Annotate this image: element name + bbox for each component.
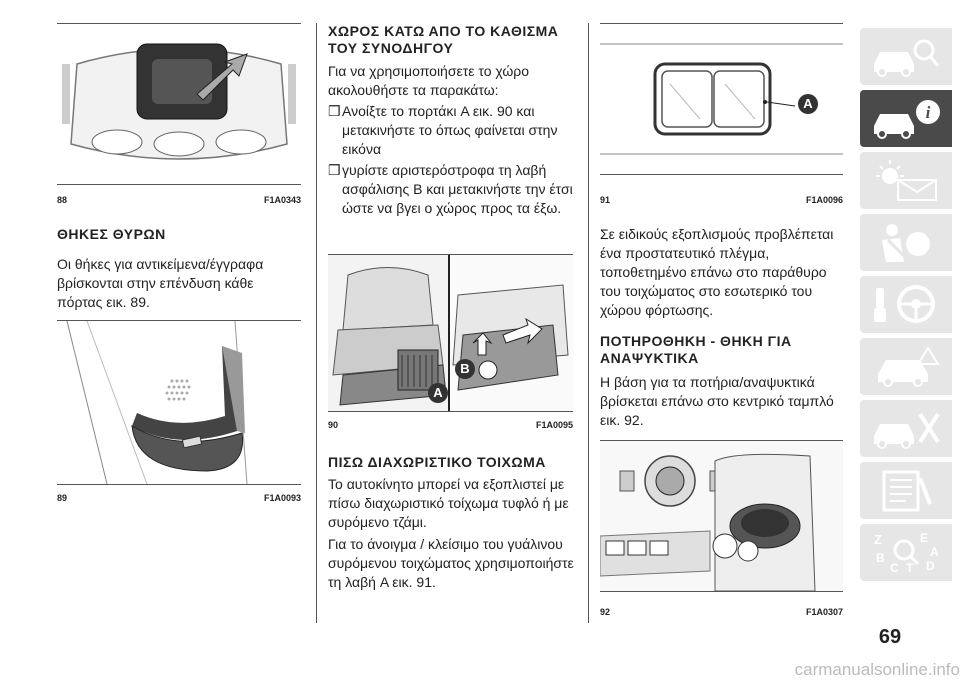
figure-92-code: F1A0307 [805,607,843,617]
car-emergency-icon [878,346,940,387]
figure-92-cup-holder [600,440,843,592]
rear-partition-text: Το αυτοκίνητο μπορεί να εξοπλιστεί με πί… [328,476,569,530]
bullet-turn-lock-handle-text: γυρίστε αριστερόστροφα τη λαβή ασφάλισης… [342,162,573,216]
index-letter: T [906,561,914,575]
label-a-callout: A [798,94,818,114]
label-a-callout: A [428,383,448,403]
info-letter: i [926,103,931,122]
bullet-open-hatch: ❒ Ανοίξτε το πορτάκι A εικ. 90 και μετακ… [328,102,578,159]
figure-88-door-pocket-top [57,23,301,185]
steering-wheel-icon [874,285,935,323]
sidebar-tab-index[interactable]: Z E A B C T D [860,524,952,581]
bullet-open-hatch-text: Ανοίξτε το πορτάκι A εικ. 90 και μετακιν… [342,103,558,157]
bullet-square-icon: ❒ [328,162,341,178]
figure-88-illustration [62,43,296,160]
figure-91-partition-window: A [600,23,843,175]
sidebar-tab-emergency[interactable] [860,338,952,395]
sliding-glass-text: Για το άνοιγμα / κλείσιμο του γυάλινου σ… [328,536,574,590]
figure-88-code: F1A0343 [263,195,301,205]
index-letter: D [926,559,935,573]
figure-89-code: F1A0093 [263,493,301,503]
index-letter: E [920,531,928,545]
figure-90-number: 90 [328,420,339,430]
section-heading-under-seat-storage: ΧΩΡΟΣ ΚΑΤΩ ΑΠΟ ΤΟ ΚΑΘΙΣΜΑ ΤΟΥ ΣΥΝΟΔΗΓΟΥ [328,23,559,56]
sidebar-tab-safety[interactable] [860,214,952,271]
page-number: 69 [878,626,902,648]
section-heading-door-pockets: ΘΗΚΕΣ ΘΥΡΩΝ [57,226,166,242]
figure-91-number: 91 [600,195,611,205]
figure-91-code: F1A0096 [805,195,843,205]
alphabet-index-icon: Z E A B C T D [874,531,939,575]
figure-92-number: 92 [600,607,611,617]
protective-grid-text: Σε ειδικούς εξοπλισμούς προβλέπεται ένα … [600,226,834,318]
sidebar-tab-service[interactable] [860,400,952,457]
index-letter: B [876,551,885,565]
footer-watermark: carmanualsonline.info [794,660,960,679]
column-divider-2 [588,23,589,623]
figure-88-number: 88 [57,195,68,205]
sidebar-tab-warning-lights[interactable] [860,152,952,209]
cup-holder-text: Η βάση για τα ποτήρια/αναψυκτικά βρίσκετ… [600,374,834,428]
car-info-icon: i [874,100,940,139]
section-heading-rear-partition: ΠΙΣΩ ΔΙΑΧΩΡΙΣΤΙΚΟ ΤΟΙΧΩΜΑ [328,454,546,470]
sidebar-tab-specifications[interactable] [860,462,952,519]
figure-92-illustration [600,441,843,591]
figure-90-under-seat-storage: A B [328,254,573,412]
figure-90-code: F1A0095 [535,420,573,430]
chapter-sidebar: i [857,28,960,586]
column-divider-1 [316,23,317,623]
figure-91-illustration [600,43,843,155]
figure-89-illustration [66,321,248,484]
sidebar-tab-car-info-active[interactable]: i [860,90,952,147]
index-letter: A [930,545,939,559]
index-letter: C [890,561,899,575]
door-pockets-text: Οι θήκες για αντικείμενα/έγγραφα βρίσκον… [57,256,264,310]
section-heading-cup-holder: ΠΟΤΗΡΟΘΗΚΗ - ΘΗΚΗ ΓΙΑ ΑΝΑΨΥΚΤΙΚΑ [600,333,792,366]
bullet-turn-lock-handle: ❒ γυρίστε αριστερόστροφα τη λαβή ασφάλισ… [328,161,578,218]
sidebar-tab-driving[interactable] [860,276,952,333]
label-b-callout: B [455,359,475,379]
airbag-safety-icon [882,224,930,262]
car-service-icon [874,412,940,449]
sidebar-tab-car-search[interactable] [860,28,952,85]
figure-90-illustration [328,255,573,411]
figure-89-number: 89 [57,493,68,503]
bullet-square-icon: ❒ [328,103,341,119]
car-search-icon [874,39,940,77]
under-seat-intro-text: Για να χρησιμοποιήσετε το χώρο ακολουθήσ… [328,63,530,98]
warning-light-icon [876,160,937,201]
specs-document-icon [882,470,932,512]
figure-89-door-pocket [57,320,301,485]
index-letter: Z [874,532,882,547]
